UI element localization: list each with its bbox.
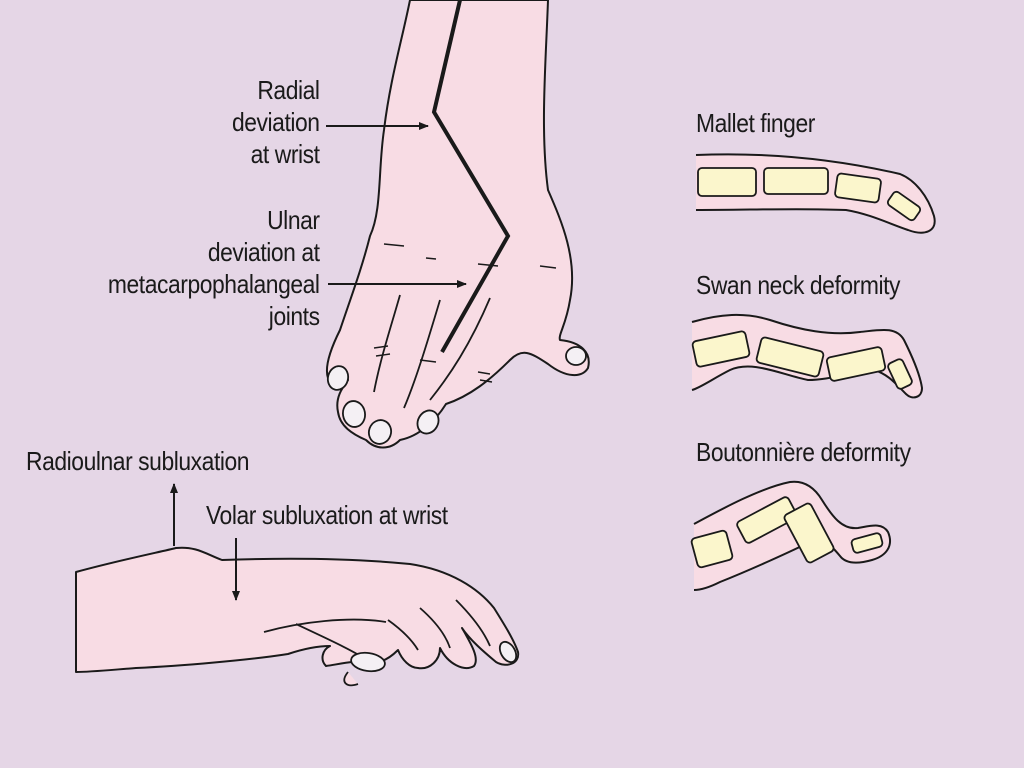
thumbnail — [565, 346, 587, 366]
finger-line — [387, 619, 419, 651]
dorsal-hand-illustration — [326, 0, 590, 449]
bone — [887, 358, 913, 390]
volar-subluxation-label: Volar subluxation at wrist — [206, 500, 448, 530]
joint-crease — [373, 345, 493, 383]
thumb-tip — [343, 671, 359, 687]
fingernail — [416, 409, 440, 435]
swan-neck-illustration — [691, 313, 924, 399]
label-line: joints — [269, 301, 320, 331]
label-line: Ulnar — [267, 205, 321, 235]
bone — [690, 529, 734, 569]
swan-neck-label: Swan neck deformity — [696, 270, 901, 300]
radial-deviation-label: Radial deviation at wrist — [232, 74, 320, 170]
finger-line — [455, 599, 491, 647]
finger-line — [429, 297, 491, 401]
knuckle-crease — [383, 243, 557, 269]
radioulnar-subluxation-label: Radioulnar subluxation — [26, 446, 250, 476]
bone — [834, 172, 882, 204]
ulnar-deviation-label: Ulnar deviation at metacarpophalangeal j… — [108, 204, 320, 332]
label-line: deviation at — [208, 237, 320, 267]
bone — [886, 190, 922, 222]
fingernail — [498, 640, 518, 664]
mallet-finger-label: Mallet finger — [696, 108, 815, 138]
boutonniere-illustration — [690, 480, 891, 591]
fingernail — [350, 651, 386, 673]
bone — [755, 336, 825, 378]
finger-line — [419, 607, 451, 649]
bone — [783, 502, 835, 564]
lateral-hand-illustration — [75, 483, 520, 687]
label-line: at wrist — [251, 139, 320, 169]
bone — [763, 167, 829, 195]
fingernail — [326, 365, 350, 391]
dorsal-hand-outline — [326, 0, 590, 449]
deviation-axis-line — [431, 0, 511, 353]
fingernail — [342, 400, 366, 428]
finger-line — [403, 299, 441, 409]
mallet-finger-illustration — [695, 153, 936, 234]
lateral-hand-outline — [75, 546, 520, 673]
boutonniere-outline — [693, 480, 891, 591]
bone — [697, 167, 757, 197]
bone — [691, 330, 751, 368]
bone — [736, 496, 798, 544]
label-line: Radial — [257, 75, 321, 105]
label-line: metacarpophalangeal — [108, 269, 320, 299]
label-line: deviation — [232, 107, 320, 137]
bone — [825, 346, 887, 382]
fingernail — [367, 419, 393, 445]
bone — [850, 532, 884, 554]
boutonniere-label: Boutonnière deformity — [696, 437, 911, 467]
finger-line — [373, 294, 401, 393]
finger-line — [263, 618, 387, 633]
